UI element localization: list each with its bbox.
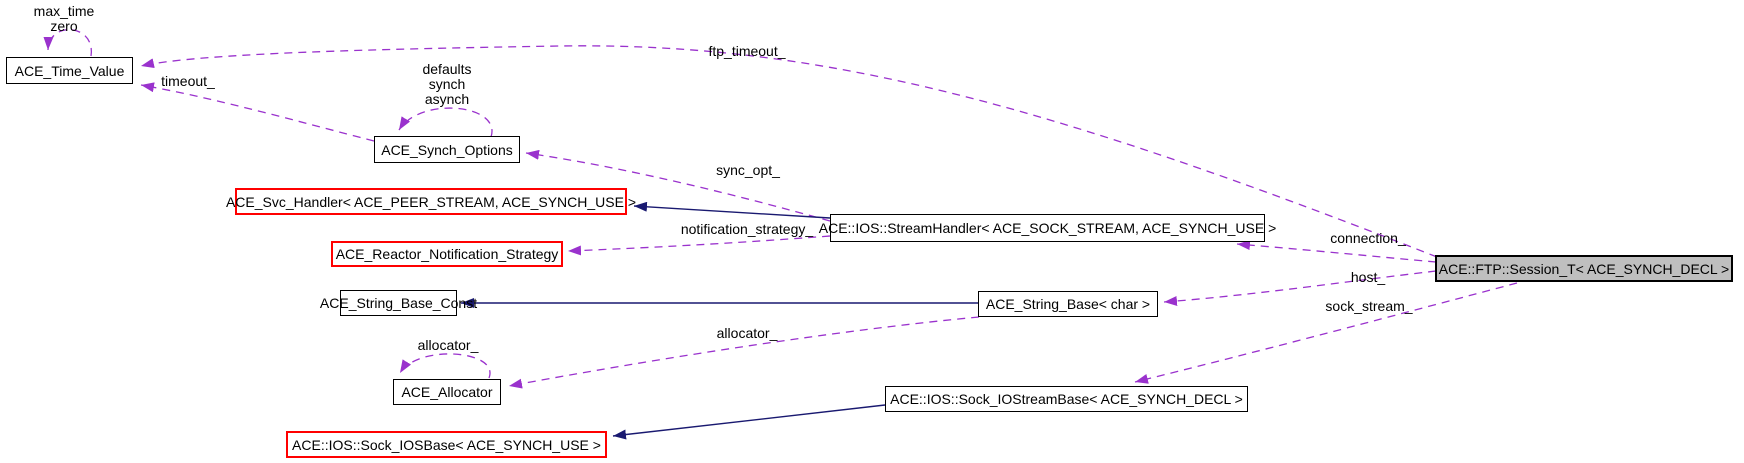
edge-allocator-member — [508, 316, 980, 389]
edge-synch-options-self-loop — [398, 107, 493, 138]
edge-label-host: host_ — [1350, 269, 1386, 285]
class-node-ace-ios-sock-iostreambase[interactable]: ACE::IOS::Sock_IOStreamBase< ACE_SYNCH_D… — [885, 386, 1248, 412]
edge-iostreambase-inherits-iosbase — [612, 404, 886, 440]
edge-time-value-self-loop — [43, 28, 92, 57]
edge-sock-stream — [1134, 282, 1518, 384]
edge-streamhandler-inherits-svc-handler — [633, 201, 831, 219]
edge-label-connection: connection_ — [1330, 230, 1406, 246]
edge-label-notification-strategy: notification_strategy_ — [680, 221, 814, 237]
edge-label-timeout: timeout_ — [161, 73, 215, 89]
edge-label-zero: zero — [50, 18, 78, 34]
edge-label-ftp-timeout: ftp_timeout_ — [708, 43, 786, 59]
edge-label-asynch: asynch — [424, 91, 470, 107]
edge-label-max-time: max_time — [33, 3, 95, 19]
class-node-ace-allocator[interactable]: ACE_Allocator — [393, 379, 501, 405]
class-node-ace-ftp-session-t-main: ACE::FTP::Session_T< ACE_SYNCH_DECL > — [1435, 255, 1733, 282]
class-node-ace-synch-options[interactable]: ACE_Synch_Options — [374, 136, 520, 163]
edge-ftp-timeout — [140, 45, 1438, 258]
class-node-ace-ios-sock-iosbase: ACE::IOS::Sock_IOSBase< ACE_SYNCH_USE > — [286, 431, 607, 458]
edge-label-allocator-self: allocator_ — [417, 337, 479, 353]
edge-label-time-value-self: max_time zero — [34, 4, 95, 34]
edge-allocator-self-loop — [399, 353, 491, 379]
edge-label-synch: synch — [428, 76, 466, 92]
class-node-ace-ios-streamhandler[interactable]: ACE::IOS::StreamHandler< ACE_SOCK_STREAM… — [819, 214, 1276, 242]
edge-label-synch-options-self: defaults synch asynch — [422, 62, 471, 107]
edge-label-allocator-member: allocator_ — [716, 325, 778, 341]
edge-timeout — [140, 82, 375, 142]
class-node-ace-string-base-char[interactable]: ACE_String_Base< char > — [978, 291, 1158, 317]
edge-sync-opt — [525, 149, 831, 222]
class-node-ace-reactor-notification-strategy: ACE_Reactor_Notification_Strategy — [331, 241, 563, 267]
edge-label-sock-stream: sock_stream_ — [1325, 298, 1413, 314]
class-node-ace-string-base-const[interactable]: ACE_String_Base_Const — [320, 290, 477, 316]
edge-label-sync-opt: sync_opt_ — [716, 162, 780, 178]
edge-host — [1163, 270, 1437, 306]
class-node-ace-time-value[interactable]: ACE_Time_Value — [6, 57, 133, 84]
edge-notification-strategy — [567, 235, 831, 256]
edge-connection — [1236, 240, 1437, 263]
class-node-ace-svc-handler: ACE_Svc_Handler< ACE_PEER_STREAM, ACE_SY… — [226, 188, 636, 215]
edge-label-defaults: defaults — [422, 61, 472, 77]
